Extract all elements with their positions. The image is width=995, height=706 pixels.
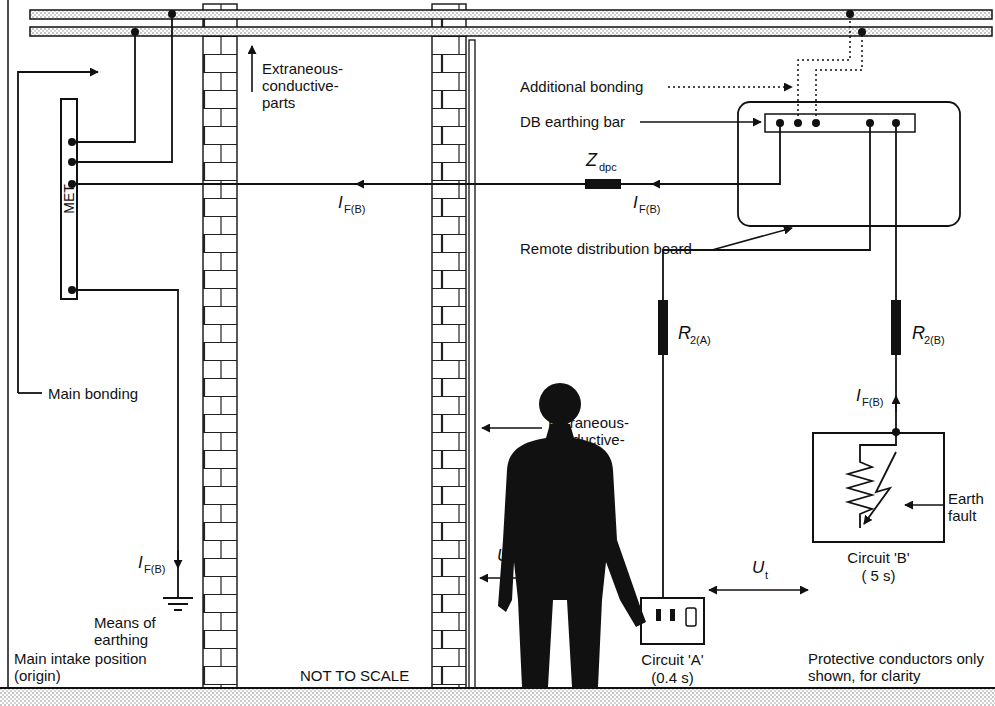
label-text: U xyxy=(752,558,764,577)
label-text: F(B) xyxy=(144,563,165,576)
label-text: F(B) xyxy=(344,203,365,216)
node-text: ( 5 s) xyxy=(861,567,895,584)
node-text: Circuit 'A' xyxy=(641,651,703,668)
label-text: I xyxy=(633,193,638,212)
label-text: R xyxy=(912,323,925,343)
label-text: U xyxy=(497,546,509,565)
node-text: Circuit 'B' xyxy=(847,549,909,566)
floor-line xyxy=(0,687,995,689)
person-silhouette xyxy=(498,383,646,687)
label-text: dpc xyxy=(599,161,617,174)
label-text: t xyxy=(510,557,513,570)
resistor-symbol xyxy=(658,300,668,355)
socket-outlet: Circuit 'A'(0.4 s) xyxy=(640,597,705,645)
pipe xyxy=(30,27,992,36)
label-text: DB earthing bar xyxy=(520,113,625,130)
socket-outlet xyxy=(656,608,696,626)
node-text: MET xyxy=(61,184,78,214)
distribution-board xyxy=(738,102,960,226)
label-text: Remote distribution board xyxy=(520,240,692,257)
label-text: Z xyxy=(586,150,597,170)
node-text: (0.4 s) xyxy=(651,669,694,686)
fault-resistor xyxy=(848,432,896,528)
label-text: Protective conductors only shown, for cl… xyxy=(808,650,986,684)
border-line xyxy=(7,0,9,706)
label-text: Earth fault xyxy=(948,490,992,524)
label-text: I xyxy=(138,553,143,572)
label-text: Extraneous- conductive- part xyxy=(548,414,643,465)
label-text: Main intake position (origin) xyxy=(14,650,164,684)
ground xyxy=(0,689,995,706)
extraneous-part xyxy=(469,40,475,688)
label-text: 2(A) xyxy=(690,334,711,347)
label-text: I xyxy=(856,386,861,405)
earth-symbol xyxy=(163,598,193,610)
pipe xyxy=(30,10,992,19)
label-text: t xyxy=(765,569,768,582)
resistor-symbol xyxy=(585,179,621,189)
label-text: Extraneous- conductive- parts xyxy=(262,60,357,111)
brick-wall xyxy=(432,4,466,688)
resistor-symbol xyxy=(891,300,901,355)
label-text: Main bonding xyxy=(48,385,138,402)
label-text: Additional bonding xyxy=(520,78,643,95)
label-text: F(B) xyxy=(862,396,883,409)
terminal-bar: MET xyxy=(60,98,78,300)
earthing-bar xyxy=(765,114,915,132)
label-text: 2(B) xyxy=(924,334,945,347)
circuit-box: Circuit 'B'( 5 s) xyxy=(812,432,945,543)
label-text: Means of earthing xyxy=(94,614,164,648)
label-text: F(B) xyxy=(639,203,660,216)
brick-wall xyxy=(203,4,237,688)
dotted-bonding xyxy=(668,16,862,116)
junction-dots xyxy=(68,10,900,436)
label-text: R xyxy=(678,323,691,343)
label-text: I xyxy=(338,193,343,212)
label-text: NOT TO SCALE xyxy=(300,667,409,684)
